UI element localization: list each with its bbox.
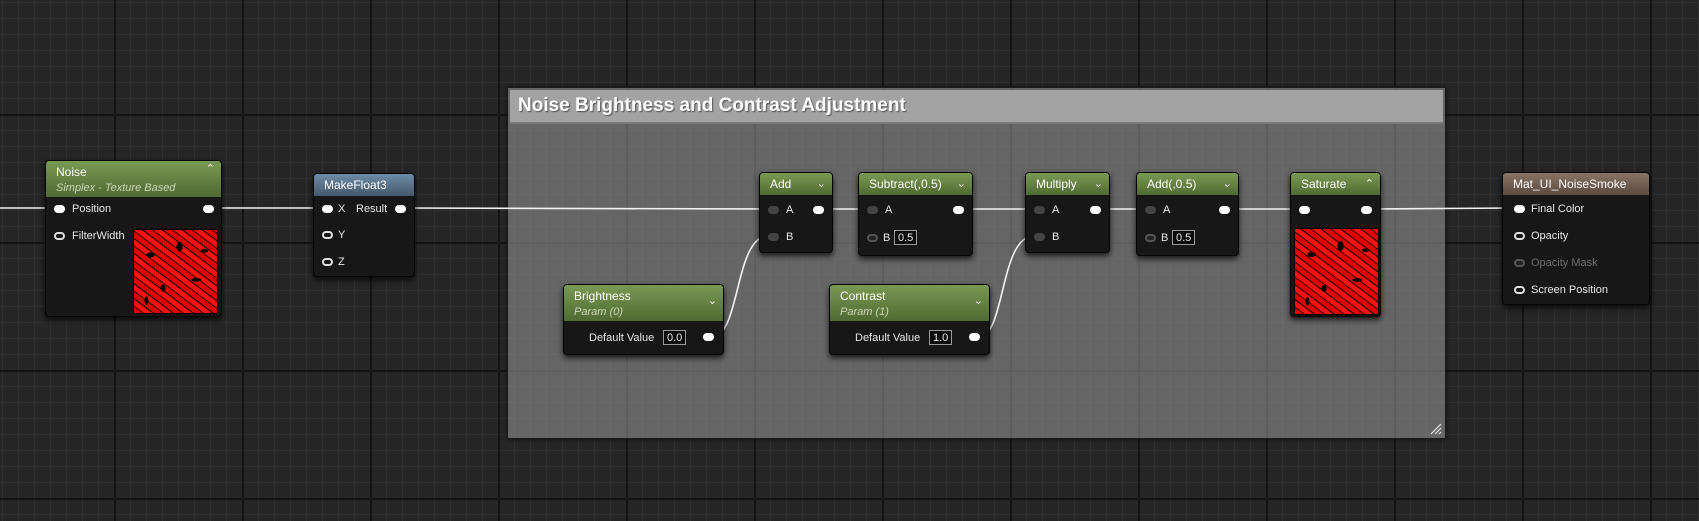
y-input-pin[interactable] xyxy=(322,231,333,239)
add-half-output-pin[interactable] xyxy=(1219,206,1230,214)
multiply-a-input-pin[interactable] xyxy=(1034,206,1045,214)
brightness-node-header[interactable]: Brightness Param (0) ⌄ xyxy=(564,285,723,321)
final-color-input-pin[interactable] xyxy=(1514,205,1525,213)
add-half-b-pin-label: B xyxy=(1161,232,1169,244)
brightness-param-node[interactable]: Brightness Param (0) ⌄ Default Value 0.0 xyxy=(563,284,724,355)
add-node-header[interactable]: Add ⌄ xyxy=(760,173,832,195)
multiply-node-header[interactable]: Multiply ⌄ xyxy=(1026,173,1109,195)
resize-grip-icon[interactable] xyxy=(1430,423,1442,435)
expand-chevron-down-icon[interactable]: ⌄ xyxy=(1222,178,1232,190)
contrast-node-header[interactable]: Contrast Param (1) ⌄ xyxy=(830,285,989,321)
comment-title[interactable]: Noise Brightness and Contrast Adjustment xyxy=(510,90,1443,124)
saturate-input-pin[interactable] xyxy=(1299,206,1310,214)
noise-node[interactable]: Noise Simplex - Texture Based ⌃ Position… xyxy=(45,160,222,317)
noise-node-subtitle: Simplex - Texture Based xyxy=(56,182,176,194)
subtract-output-pin[interactable] xyxy=(953,206,964,214)
collapse-chevron-up-icon[interactable]: ⌃ xyxy=(1364,178,1374,190)
opacity-pin-label: Opacity xyxy=(1531,230,1569,242)
noise-node-title: Noise xyxy=(56,165,87,179)
y-pin-label: Y xyxy=(338,229,346,241)
expand-chevron-down-icon[interactable]: ⌄ xyxy=(707,295,717,307)
add-b-input-pin[interactable] xyxy=(768,233,779,241)
contrast-node-subtitle: Param (1) xyxy=(840,306,889,318)
material-node-title: Mat_UI_NoiseSmoke xyxy=(1513,177,1627,191)
opacity-mask-input-pin xyxy=(1514,259,1525,267)
makefloat3-node-title: MakeFloat3 xyxy=(324,178,387,192)
add-half-node[interactable]: Add(,0.5) ⌄ A B 0.5 xyxy=(1136,172,1239,256)
multiply-a-pin-label: A xyxy=(1052,204,1060,216)
add-output-pin[interactable] xyxy=(813,206,824,214)
contrast-node-title: Contrast xyxy=(840,289,886,303)
result-output-pin[interactable] xyxy=(395,205,406,213)
add-half-b-value-field[interactable]: 0.5 xyxy=(1172,230,1196,245)
noise-output-pin[interactable] xyxy=(203,205,214,213)
subtract-a-input-pin[interactable] xyxy=(867,206,878,214)
subtract-node-title: Subtract(,0.5) xyxy=(869,177,942,191)
filterwidth-pin-label: FilterWidth xyxy=(72,230,125,242)
contrast-param-node[interactable]: Contrast Param (1) ⌄ Default Value 1.0 xyxy=(829,284,990,355)
opacity-mask-pin-label: Opacity Mask xyxy=(1531,257,1598,269)
final-color-pin-label: Final Color xyxy=(1531,203,1585,215)
screen-position-pin-label: Screen Position xyxy=(1531,284,1609,296)
x-pin-label: X xyxy=(338,203,346,215)
add-half-b-input-pin[interactable] xyxy=(1145,234,1156,242)
expand-chevron-down-icon[interactable]: ⌄ xyxy=(816,178,826,190)
subtract-node[interactable]: Subtract(,0.5) ⌄ A B 0.5 xyxy=(858,172,973,256)
multiply-b-pin-label: B xyxy=(1052,231,1060,243)
expand-chevron-down-icon[interactable]: ⌄ xyxy=(1093,178,1103,190)
brightness-default-label: Default Value xyxy=(589,332,655,344)
multiply-output-pin[interactable] xyxy=(1090,206,1101,214)
makefloat3-node[interactable]: MakeFloat3 X Result Y Z xyxy=(313,173,415,277)
noise-node-header[interactable]: Noise Simplex - Texture Based ⌃ xyxy=(46,161,221,197)
saturate-node[interactable]: Saturate ⌃ xyxy=(1290,172,1381,317)
subtract-b-pin-label: B xyxy=(883,232,891,244)
screen-position-input-pin[interactable] xyxy=(1514,286,1525,294)
position-pin-label: Position xyxy=(72,203,112,215)
add-a-input-pin[interactable] xyxy=(768,206,779,214)
brightness-default-value-field[interactable]: 0.0 xyxy=(663,330,687,345)
noise-preview-thumbnail xyxy=(133,229,218,314)
add-half-node-header[interactable]: Add(,0.5) ⌄ xyxy=(1137,173,1238,195)
multiply-node[interactable]: Multiply ⌄ A B xyxy=(1025,172,1110,253)
add-half-a-input-pin[interactable] xyxy=(1145,206,1156,214)
collapse-chevron-up-icon[interactable]: ⌃ xyxy=(205,163,215,175)
saturate-node-header[interactable]: Saturate ⌃ xyxy=(1291,173,1380,195)
add-half-node-title: Add(,0.5) xyxy=(1147,177,1197,191)
result-pin-label: Result xyxy=(356,203,388,215)
subtract-b-value-field[interactable]: 0.5 xyxy=(894,230,918,245)
add-node-title: Add xyxy=(770,177,792,191)
material-node-header[interactable]: Mat_UI_NoiseSmoke xyxy=(1503,173,1649,195)
add-node[interactable]: Add ⌄ A B xyxy=(759,172,833,253)
z-input-pin[interactable] xyxy=(322,258,333,266)
expand-chevron-down-icon[interactable]: ⌄ xyxy=(973,295,983,307)
opacity-input-pin[interactable] xyxy=(1514,232,1525,240)
position-input-pin[interactable] xyxy=(54,205,65,213)
add-half-a-pin-label: A xyxy=(1163,204,1171,216)
makefloat3-node-header[interactable]: MakeFloat3 xyxy=(314,174,414,196)
subtract-a-pin-label: A xyxy=(885,204,893,216)
comment-box[interactable]: Noise Brightness and Contrast Adjustment xyxy=(507,87,1446,439)
filterwidth-input-pin[interactable] xyxy=(54,232,65,240)
add-a-pin-label: A xyxy=(786,204,794,216)
brightness-node-title: Brightness xyxy=(574,289,631,303)
brightness-node-subtitle: Param (0) xyxy=(574,306,623,318)
subtract-node-header[interactable]: Subtract(,0.5) ⌄ xyxy=(859,173,972,195)
expand-chevron-down-icon[interactable]: ⌄ xyxy=(956,178,966,190)
saturate-node-title: Saturate xyxy=(1301,177,1347,191)
multiply-node-title: Multiply xyxy=(1036,177,1077,191)
material-result-node[interactable]: Mat_UI_NoiseSmoke Final Color Opacity Op… xyxy=(1502,172,1650,305)
z-pin-label: Z xyxy=(338,256,345,268)
x-input-pin[interactable] xyxy=(322,205,333,213)
saturate-output-pin[interactable] xyxy=(1361,206,1372,214)
add-b-pin-label: B xyxy=(786,231,794,243)
contrast-default-value-field[interactable]: 1.0 xyxy=(929,330,953,345)
brightness-output-pin[interactable] xyxy=(703,333,714,341)
contrast-output-pin[interactable] xyxy=(969,333,980,341)
multiply-b-input-pin[interactable] xyxy=(1034,233,1045,241)
saturate-preview-thumbnail xyxy=(1294,228,1379,315)
contrast-default-label: Default Value xyxy=(855,332,921,344)
subtract-b-input-pin[interactable] xyxy=(867,234,878,242)
